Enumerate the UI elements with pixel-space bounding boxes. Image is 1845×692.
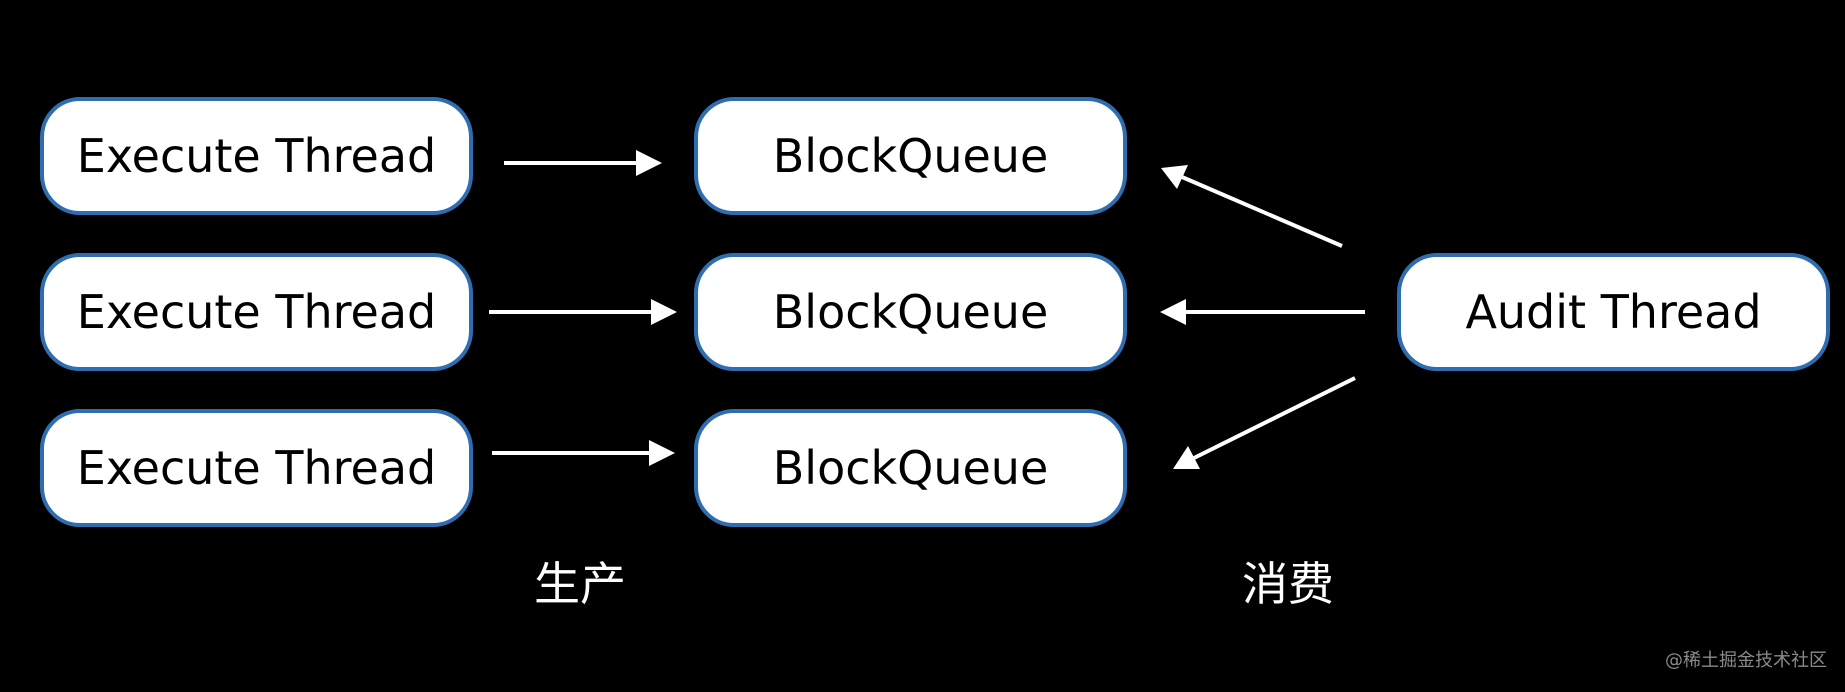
execute-thread-label-1: Execute Thread [76, 129, 437, 183]
consume-arrow-3 [1173, 376, 1356, 469]
audit-thread-label: Audit Thread [1465, 285, 1762, 339]
consume-arrow-1 [1161, 165, 1343, 248]
execute-thread-node-3: Execute Thread [40, 409, 473, 527]
audit-thread-node: Audit Thread [1397, 253, 1830, 371]
produce-arrow-1 [504, 150, 662, 176]
produce-arrow-3 [492, 440, 675, 466]
produce-arrow-2 [489, 299, 677, 325]
watermark: @稀土掘金技术社区 [1665, 650, 1827, 671]
execute-thread-label-2: Execute Thread [76, 285, 437, 339]
block-queue-node-1: BlockQueue [694, 97, 1127, 215]
execute-thread-label-3: Execute Thread [76, 441, 437, 495]
produce-caption: 生产 [534, 557, 626, 611]
block-queue-label-2: BlockQueue [772, 285, 1049, 339]
block-queue-label-1: BlockQueue [772, 129, 1049, 183]
block-queue-node-3: BlockQueue [694, 409, 1127, 527]
consume-arrow-2 [1160, 299, 1365, 325]
block-queue-node-2: BlockQueue [694, 253, 1127, 371]
execute-thread-node-2: Execute Thread [40, 253, 473, 371]
execute-thread-node-1: Execute Thread [40, 97, 473, 215]
consume-caption: 消费 [1242, 557, 1334, 611]
block-queue-label-3: BlockQueue [772, 441, 1049, 495]
